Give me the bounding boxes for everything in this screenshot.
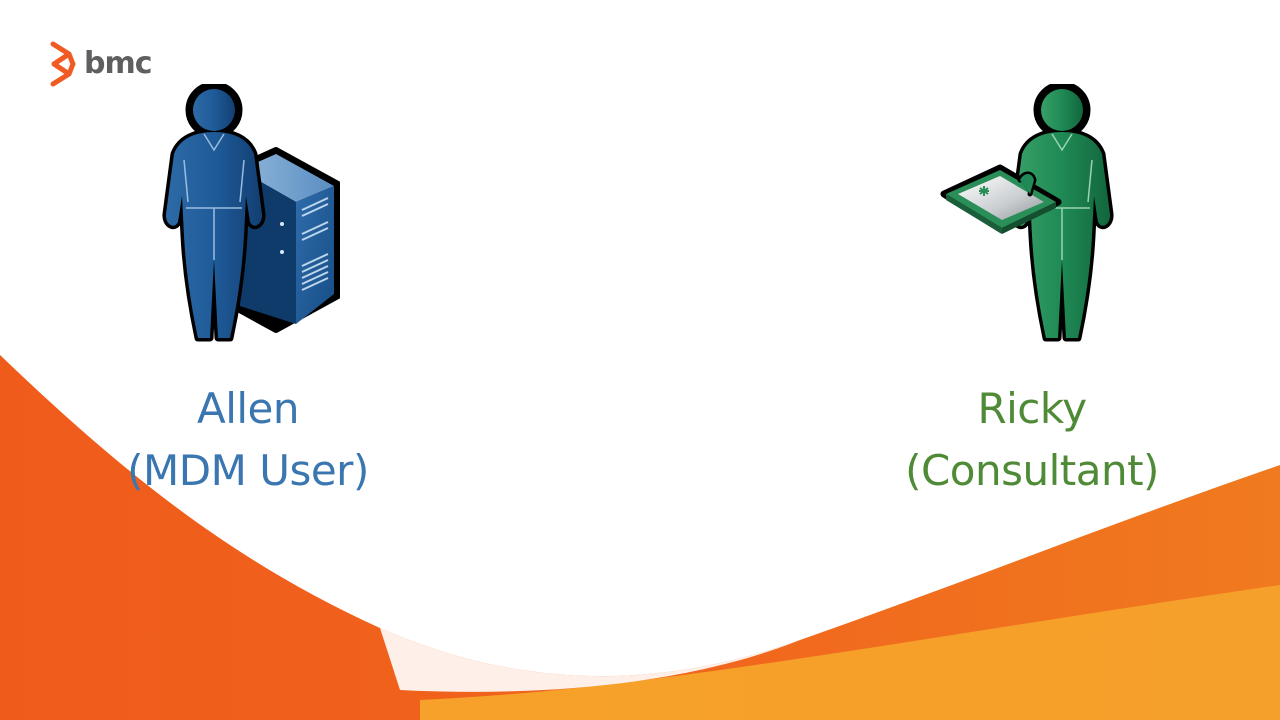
ricky-caption: Ricky (Consultant) <box>882 378 1182 502</box>
person-with-tablet-icon <box>938 81 1122 348</box>
bmc-logo: bmc <box>48 40 158 88</box>
allen-role: (MDM User) <box>127 446 369 495</box>
bmc-logo-mark-icon <box>50 41 76 87</box>
allen-caption: Allen (MDM User) <box>98 378 398 502</box>
ricky-role: (Consultant) <box>905 446 1159 495</box>
bmc-logo-text: bmc <box>84 46 153 81</box>
ricky-name: Ricky <box>977 384 1087 433</box>
allen-name: Allen <box>196 384 300 433</box>
person-with-server-icon <box>150 81 341 348</box>
